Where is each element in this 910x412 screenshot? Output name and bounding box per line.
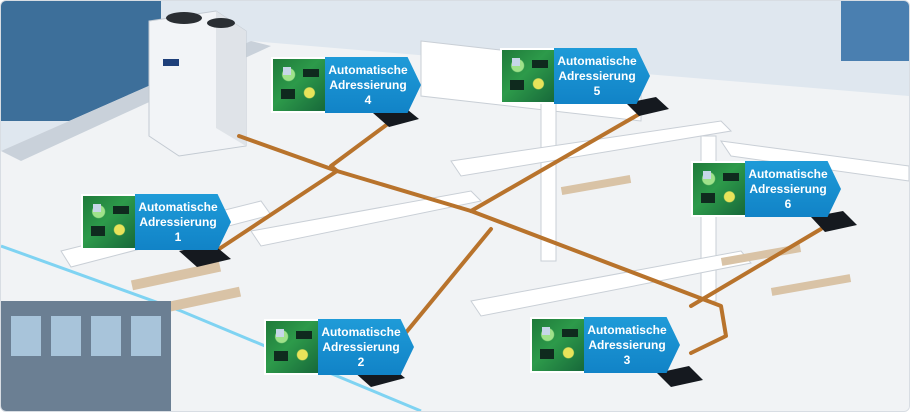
glass-railing bbox=[1, 244, 422, 411]
circuit-board-icon bbox=[271, 57, 327, 113]
callout-label: Automatische Adressierung 6 bbox=[745, 161, 841, 217]
callout-number: 6 bbox=[784, 196, 792, 211]
address-callout-5: Automatische Adressierung 5 bbox=[500, 48, 660, 104]
callout-label: Automatische Adressierung 3 bbox=[584, 317, 680, 373]
callout-line1: Automatische bbox=[138, 199, 218, 214]
callout-line1: Automatische bbox=[321, 324, 401, 339]
address-callout-3: Automatische Adressierung 3 bbox=[530, 317, 690, 373]
address-callout-4: Automatische Adressierung 4 bbox=[271, 57, 431, 113]
callout-label: Automatische Adressierung 4 bbox=[325, 57, 421, 113]
circuit-board-icon bbox=[81, 194, 137, 250]
address-callout-6: Automatische Adressierung 6 bbox=[691, 161, 851, 217]
callout-line1: Automatische bbox=[587, 322, 667, 337]
callout-label: Automatische Adressierung 2 bbox=[318, 319, 414, 375]
circuit-board-icon bbox=[691, 161, 747, 217]
circuit-board-icon bbox=[530, 317, 586, 373]
callout-line2: Adressierung bbox=[749, 181, 827, 196]
callout-label: Automatische Adressierung 5 bbox=[554, 48, 650, 104]
callout-number: 1 bbox=[174, 229, 182, 244]
address-callout-1: Automatische Adressierung 1 bbox=[81, 194, 241, 250]
callout-line2: Adressierung bbox=[139, 214, 217, 229]
callout-line2: Adressierung bbox=[322, 339, 400, 354]
callout-line2: Adressierung bbox=[588, 337, 666, 352]
callout-line1: Automatische bbox=[557, 53, 637, 68]
circuit-board-icon bbox=[264, 319, 320, 375]
skyscraper-right bbox=[841, 1, 909, 61]
outdoor-unit-icon bbox=[148, 10, 247, 157]
callout-number: 5 bbox=[593, 83, 601, 98]
furniture bbox=[130, 174, 852, 316]
callout-line1: Automatische bbox=[328, 62, 408, 77]
callout-line2: Adressierung bbox=[329, 77, 407, 92]
circuit-board-icon bbox=[500, 48, 556, 104]
callout-number: 3 bbox=[623, 352, 631, 367]
lower-building-windows bbox=[11, 316, 161, 356]
address-callout-2: Automatische Adressierung 2 bbox=[264, 319, 424, 375]
indoor-unit-icon bbox=[657, 366, 703, 387]
callout-line2: Adressierung bbox=[558, 68, 636, 83]
callout-line1: Automatische bbox=[748, 166, 828, 181]
callout-label: Automatische Adressierung 1 bbox=[135, 194, 231, 250]
callout-number: 2 bbox=[357, 354, 365, 369]
callout-number: 4 bbox=[364, 92, 372, 107]
